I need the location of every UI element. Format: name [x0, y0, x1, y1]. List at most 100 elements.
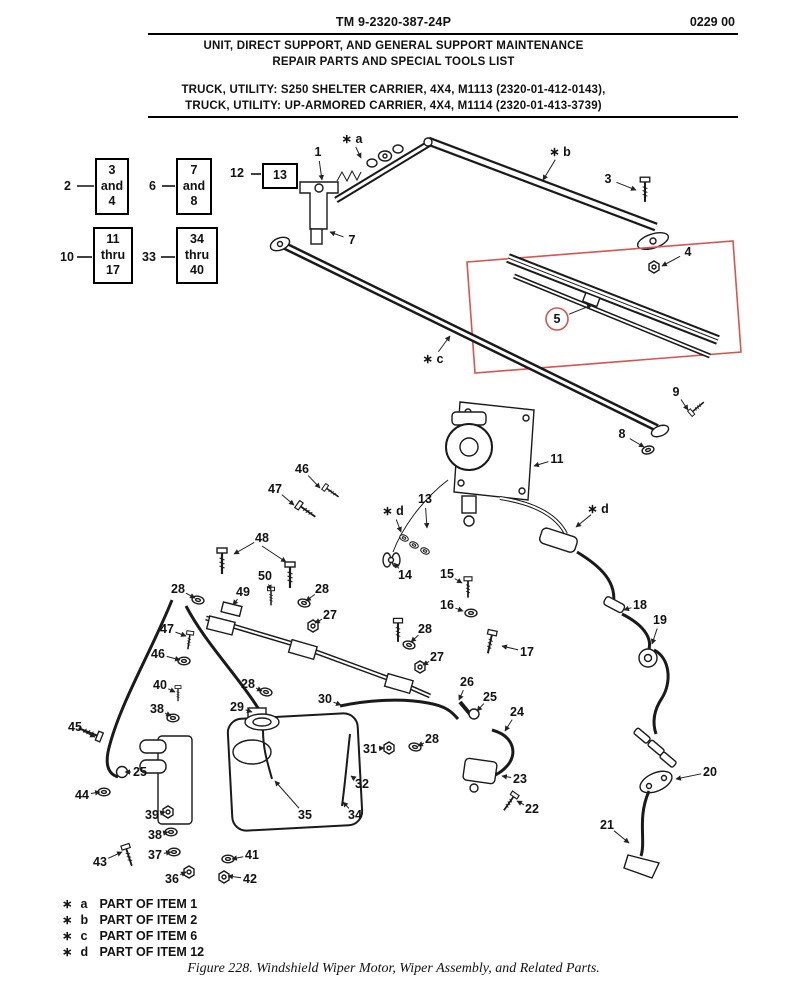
callout-label-28: 28 [171, 582, 185, 596]
callout-label-27: 27 [323, 608, 337, 622]
ref-box-13: 13 [262, 163, 298, 189]
ref-pointer-10: 10 [60, 250, 74, 264]
callout-label-19: 19 [653, 613, 667, 627]
figure-caption: Figure 228. Windshield Wiper Motor, Wipe… [187, 961, 600, 976]
washer [407, 741, 423, 753]
callout-label-25: 25 [133, 765, 147, 779]
stud [686, 398, 707, 418]
washer-reservoir-assembly [75, 546, 520, 884]
callout-leader [501, 774, 512, 780]
callout-label-39: 39 [145, 808, 159, 822]
ref-pointer-6: 6 [149, 179, 156, 193]
screw [174, 684, 182, 702]
ref-box-7-and-8: 7 and 8 [176, 158, 212, 215]
callout-label-25: 25 [483, 690, 497, 704]
callout-leader [82, 730, 96, 738]
callout-leader [162, 830, 169, 836]
callout-label-43: 43 [93, 855, 107, 869]
screw [183, 629, 195, 651]
callout-label-4: 4 [685, 245, 692, 259]
callout-label-18: 18 [633, 598, 647, 612]
callout-label-37: 37 [148, 848, 162, 862]
callout-label-11: 11 [550, 452, 563, 466]
callout-label-28: 28 [425, 732, 439, 746]
callout-label-d: ∗ d [382, 504, 404, 518]
callout-leader [305, 594, 316, 602]
callout-label-13: 13 [418, 492, 432, 506]
callout-leader [281, 494, 295, 506]
callout-label-45: 45 [68, 720, 82, 734]
callout-label-48: 48 [255, 531, 269, 545]
header-line-1: UNIT, DIRECT SUPPORT, AND GENERAL SUPPOR… [203, 40, 584, 52]
screw [283, 560, 297, 590]
callout-leader [417, 741, 425, 747]
callout-leader [274, 780, 300, 809]
extra-leaders [261, 545, 287, 563]
callout-leader [629, 438, 645, 448]
callout-label-47: 47 [160, 622, 174, 636]
callout-leader [233, 542, 255, 555]
callout-label-3: 3 [605, 172, 612, 186]
callout-leader [314, 618, 323, 624]
callout-label-23: 23 [513, 772, 527, 786]
callout-label-50: 50 [258, 569, 272, 583]
callout-leader [395, 519, 402, 533]
nut [218, 870, 230, 884]
ref-pointer-12: 12 [230, 166, 244, 180]
header-line-3: TRUCK, UTILITY: S250 SHELTER CARRIER, 4X… [181, 84, 606, 96]
callout-label-47: 47 [268, 482, 282, 496]
callout-leader [542, 159, 556, 181]
reservoir-tank [226, 712, 364, 832]
washer [398, 532, 410, 544]
callout-leader [623, 605, 632, 612]
legend-letter: b [80, 913, 89, 927]
callout-leader [179, 871, 187, 877]
callout-leader [163, 850, 172, 856]
washer [177, 656, 191, 666]
callout-leader [232, 598, 239, 606]
callout-label-20: 20 [703, 765, 717, 779]
nut [414, 660, 426, 674]
washer [401, 639, 417, 651]
washer [190, 594, 206, 606]
callout-label-38: 38 [148, 828, 162, 842]
callout-label-30: 30 [318, 692, 332, 706]
callout-label-44: 44 [75, 788, 89, 802]
callout-leader [227, 873, 242, 880]
callout-label-40: 40 [153, 678, 167, 692]
header-rule-bottom [148, 116, 738, 118]
callout-leader [423, 507, 430, 529]
callout-label-31: 31 [363, 742, 377, 756]
callout-leader [107, 851, 123, 859]
tm-number: TM 9-2320-387-24P [335, 15, 452, 29]
asterisk-marker: ∗ [62, 945, 73, 959]
callout-leader [422, 660, 430, 666]
callout-label-22: 22 [525, 802, 539, 816]
callout-leader [350, 775, 357, 782]
ref-box-connectors [77, 173, 261, 258]
callout-leader [166, 655, 181, 662]
callout-leader [342, 801, 350, 809]
header-line-2: REPAIR PARTS AND SPECIAL TOOLS LIST [272, 56, 515, 68]
callout-label-36: 36 [165, 872, 179, 886]
callout-label-9: 9 [673, 385, 680, 399]
screw [119, 842, 137, 869]
callout-leader [393, 562, 400, 569]
callout-leader [255, 686, 263, 692]
bolt [639, 176, 651, 203]
callout-label-38: 38 [150, 702, 164, 716]
callout-label-21: 21 [600, 818, 614, 832]
callout-label-15: 15 [440, 567, 454, 581]
asterisk-marker: ∗ [62, 897, 73, 911]
ref-box-34-thru-40: 34 thru 40 [176, 227, 218, 284]
callout-label-46: 46 [151, 647, 165, 661]
screw [320, 482, 342, 501]
legend-letter: d [80, 945, 89, 959]
callout-leader [175, 631, 187, 637]
callout-label-17: 17 [520, 645, 534, 659]
callout-leader [616, 181, 637, 191]
callout-leader [90, 790, 101, 796]
legend-text: PART OF ITEM 1 [99, 897, 198, 911]
ref-box-11-thru-17: 11 thru 17 [93, 227, 133, 284]
callout-leader [266, 584, 272, 591]
